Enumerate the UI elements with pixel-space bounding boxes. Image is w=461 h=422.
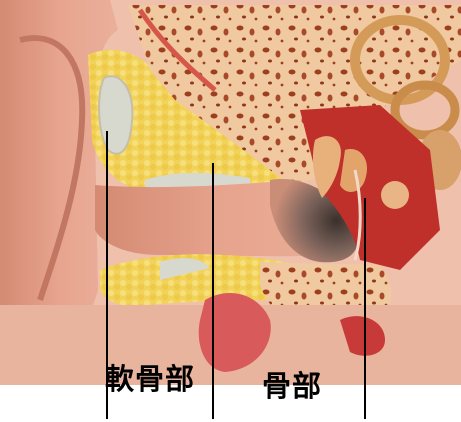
label-strip [0, 385, 461, 422]
cartilaginous-part-label: 軟骨部 [105, 365, 195, 394]
upper-cartilage [99, 76, 132, 154]
bony-part-label: 骨部 [262, 372, 322, 401]
